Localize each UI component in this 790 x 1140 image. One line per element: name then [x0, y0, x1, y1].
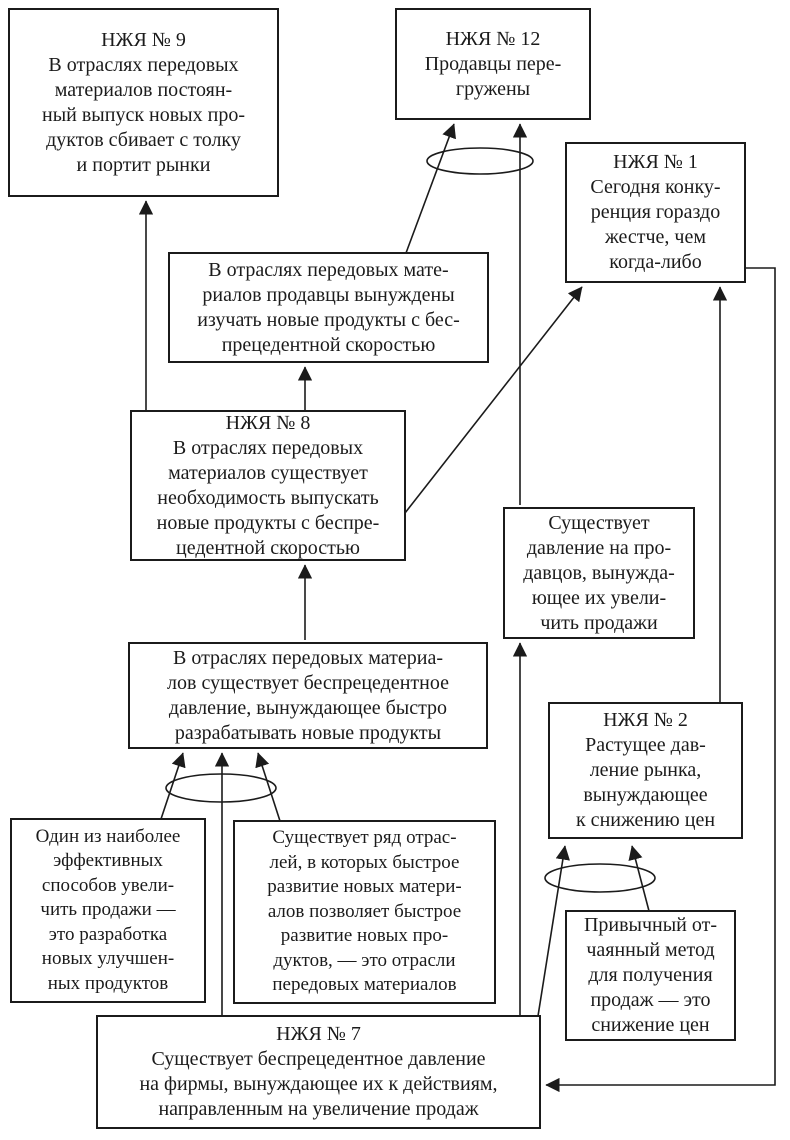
- node-nja1-text: НЖЯ № 1 Сегодня конку- ренция гораздо же…: [590, 151, 721, 273]
- node-nja9-text: НЖЯ № 9 В отраслях передовых материалов …: [42, 28, 245, 176]
- arrow-sellers-learn-to-nja12: [405, 123, 456, 254]
- node-nja7: НЖЯ № 7 Существует беспрецедентное давле…: [96, 1015, 541, 1129]
- arrow-nja8-to-nja1: [404, 286, 583, 514]
- node-nja1: НЖЯ № 1 Сегодня конку- ренция гораздо же…: [565, 142, 746, 283]
- node-nja8: НЖЯ № 8 В отраслях передовых материалов …: [130, 410, 406, 561]
- node-sellers-learn-text: В отраслях передовых мате- риалов продав…: [197, 258, 460, 356]
- arrow-price-cut-to-nja2: [628, 845, 650, 912]
- node-nja12-text: НЖЯ № 12 Продавцы пере- гружены: [424, 27, 562, 100]
- node-pressure-sellers-text: Существует давление на про- давцов, выну…: [523, 511, 675, 634]
- node-nja12: НЖЯ № 12 Продавцы пере- гружены: [395, 8, 591, 120]
- node-dev-pressure: В отраслях передовых материа- лов сущест…: [128, 642, 488, 749]
- node-nja2: НЖЯ № 2 Растущее дав- ление рынка, вынуж…: [548, 702, 743, 839]
- node-nja8-text: НЖЯ № 8 В отраслях передовых материалов …: [156, 411, 380, 559]
- node-price-cut: Привычный от- чаянный метод для получени…: [565, 910, 736, 1041]
- node-dev-pressure-text: В отраслях передовых материа- лов сущест…: [167, 646, 449, 744]
- node-industries: Существует ряд отрас- лей, в которых быс…: [233, 820, 496, 1004]
- node-pressure-sellers: Существует давление на про- давцов, выну…: [503, 507, 695, 639]
- and-connector-1-ellipse: [426, 147, 534, 175]
- node-price-cut-text: Привычный от- чаянный метод для получени…: [583, 914, 718, 1036]
- node-nja2-text: НЖЯ № 2 Растущее дав- ление рынка, вынуж…: [575, 709, 716, 831]
- node-industries-text: Существует ряд отрас- лей, в которых быс…: [267, 827, 462, 996]
- arrow-effective-way-to-dev-pressure: [160, 752, 186, 820]
- and-connector-2-ellipse: [165, 773, 277, 803]
- node-nja9: НЖЯ № 9 В отраслях передовых материалов …: [8, 8, 279, 197]
- arrow-nja1-to-nja7: [545, 267, 776, 1093]
- node-effective-way: Один из наиболее эффективных способов ув…: [10, 818, 206, 1003]
- node-sellers-learn: В отраслях передовых мате- риалов продав…: [168, 252, 489, 363]
- arrow-nja7-to-nja2: [537, 845, 570, 1017]
- and-connector-3-ellipse: [544, 863, 656, 893]
- arrow-industries-to-dev-pressure: [255, 752, 281, 822]
- node-nja7-text: НЖЯ № 7 Существует беспрецедентное давле…: [139, 1023, 498, 1120]
- node-effective-way-text: Один из наиболее эффективных способов ув…: [35, 825, 181, 994]
